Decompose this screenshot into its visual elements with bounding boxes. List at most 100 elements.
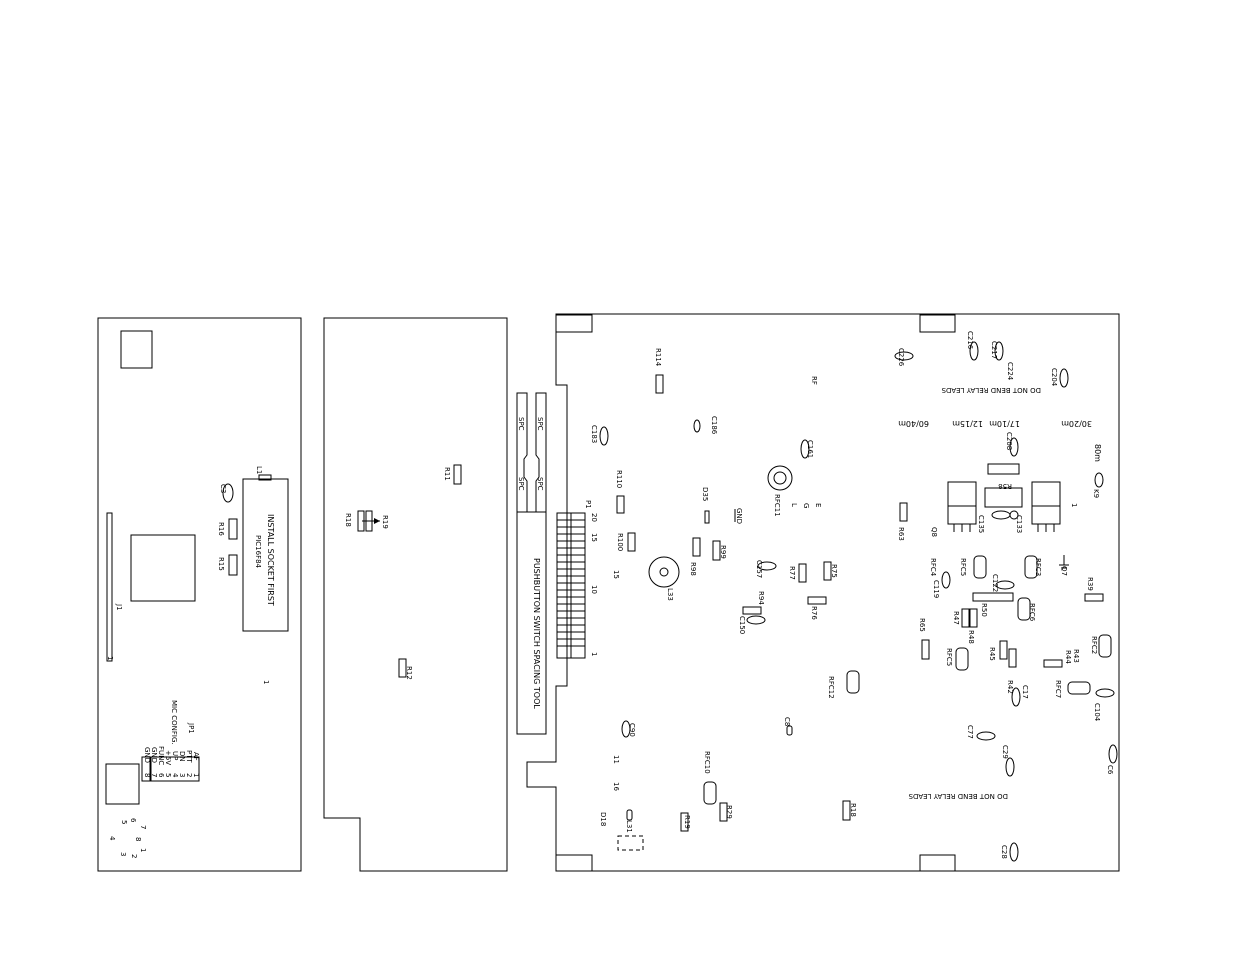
jp1-pin-4: 4 [171,773,179,778]
c216-capacitor [969,341,979,361]
rfc4-label: RFC4 [929,558,937,577]
jp1-label-up: UP [171,751,179,760]
r94-label: R94 [757,591,765,605]
c6-capacitor [1108,744,1118,764]
spacing-tool-outline [516,392,547,735]
spc-label-3: SPC [517,477,525,491]
rf-label: RF [810,376,818,385]
r42-label: R42 [1006,680,1014,694]
p1-pin-15b: 15 [612,570,620,579]
r29-resistor [719,802,728,822]
mic-connector-pad [105,763,140,805]
pin11-label: 11 [612,755,620,764]
c161-capacitor [800,439,810,459]
r110-label: R110 [615,470,623,488]
k9-relay [984,487,1023,508]
rfc11-toroid-inner [773,471,787,485]
mic-pin-b: 7 [139,825,147,829]
rfc11-toroid [767,465,793,491]
k9-pin-1: 1 [1070,503,1078,507]
relay-note-bottom: DO NOT BEND RELAY LEADS [908,792,1008,800]
rfc2-label: RFC2 [1090,636,1098,654]
rfc7-label: RFC7 [1054,680,1062,698]
mounting-pad-top-right [919,314,956,333]
p1-pin-20: 20 [590,513,598,522]
rfc3-choke [1024,555,1038,579]
c28-capacitor [1009,842,1019,862]
r100-resistor [627,532,636,552]
c135-capacitor [991,510,1011,520]
r18-resistor-right [842,800,851,821]
spacing-tool-label: PUSHBUTTON SWITCH SPACING TOOL [532,558,541,709]
mounting-pad-bottom-right [919,854,956,872]
r77-resistor [798,563,807,583]
r12-resistor [398,658,407,678]
r65-label: R65 [918,618,926,632]
jp1-label-gnd-b: GND [143,747,151,763]
spc-label-2: SPC [536,417,544,431]
mic-connector-pin-map: 6 7 5 8 4 1 3 2 [108,818,147,858]
c77-label: C77 [966,725,974,739]
rfc6-label: RFC6 [1028,603,1036,622]
c208-label: C208 [1005,432,1013,450]
c133-label: C133 [1015,515,1023,533]
j1-pin-label: 1 [106,656,114,660]
jp1-label-gnd-a: GND [150,747,158,763]
r15-resistor [228,554,238,576]
trimmer-arrow-icon [374,518,380,524]
jp1-pin-6: 6 [157,773,165,778]
l33-label: L33 [666,588,674,601]
r45-resistor [999,640,1008,660]
jp1-pin-2: 2 [185,773,193,777]
ic-socket [242,478,289,632]
c122-capacitor [995,580,1015,590]
q7-transistor [1031,481,1061,525]
r58-label: R58 [998,482,1012,490]
p1-pin-10: 10 [590,585,598,594]
r99-label: R99 [719,545,727,559]
jp1-pin-numbers: 1 2 3 4 5 6 7 8 [143,773,200,778]
left-board-outline [97,317,302,872]
l31-label: L31 [625,820,633,833]
d18-diode [626,809,633,821]
p1-pin-15: 15 [590,533,598,542]
c28-label: C28 [1000,845,1008,859]
pin16-label: 16 [612,782,620,791]
c183-capacitor [599,426,609,446]
mic-pin-e: 4 [108,836,116,841]
mic-pin-f: 1 [139,848,147,852]
r48-resistor [969,608,978,628]
mic-pin-h: 2 [130,854,138,858]
c8-capacitor [786,725,793,736]
r43-resistor [1043,659,1063,668]
jp1-pin-3: 3 [178,773,186,777]
r19-label-right: R19 [683,815,691,829]
c204-capacitor [1059,368,1069,388]
r18-label-right: R18 [849,803,857,817]
r50-label: R50 [980,603,988,617]
r99-resistor [712,540,721,561]
spc-label-4: SPC [536,477,544,491]
rfc12-choke [846,670,860,694]
r63-resistor [899,502,908,522]
r11-label: R11 [443,467,451,481]
spacing-tool: SPC SPC SPC SPC PUSHBUTTON SWITCH SPACIN… [516,392,547,735]
right-board: P1 20 15 10 1 15 R114 C183 C186 R110 R10… [526,313,1120,872]
r63-label: R63 [897,527,905,541]
gnd-label: GND [735,508,743,524]
c186-capacitor [693,419,701,433]
rfc5-label-upper: RFC5 [959,558,967,576]
jp1-pin-5: 5 [164,773,172,777]
rfc10-label: RFC10 [703,751,711,774]
q7-label: Q7 [1060,566,1068,576]
jp1-label: JP1 [187,722,195,734]
c224-label: C224 [1006,362,1014,381]
r39-resistor [1084,593,1104,602]
c150-capacitor [746,615,766,625]
c226-capacitor [894,351,914,361]
c217-label: C217 [990,341,998,359]
k9-relay-mark [1094,472,1104,488]
r42-resistor [1008,648,1017,668]
pin-label-l: L [790,503,798,507]
jp1-label-dn: DN [178,751,186,762]
